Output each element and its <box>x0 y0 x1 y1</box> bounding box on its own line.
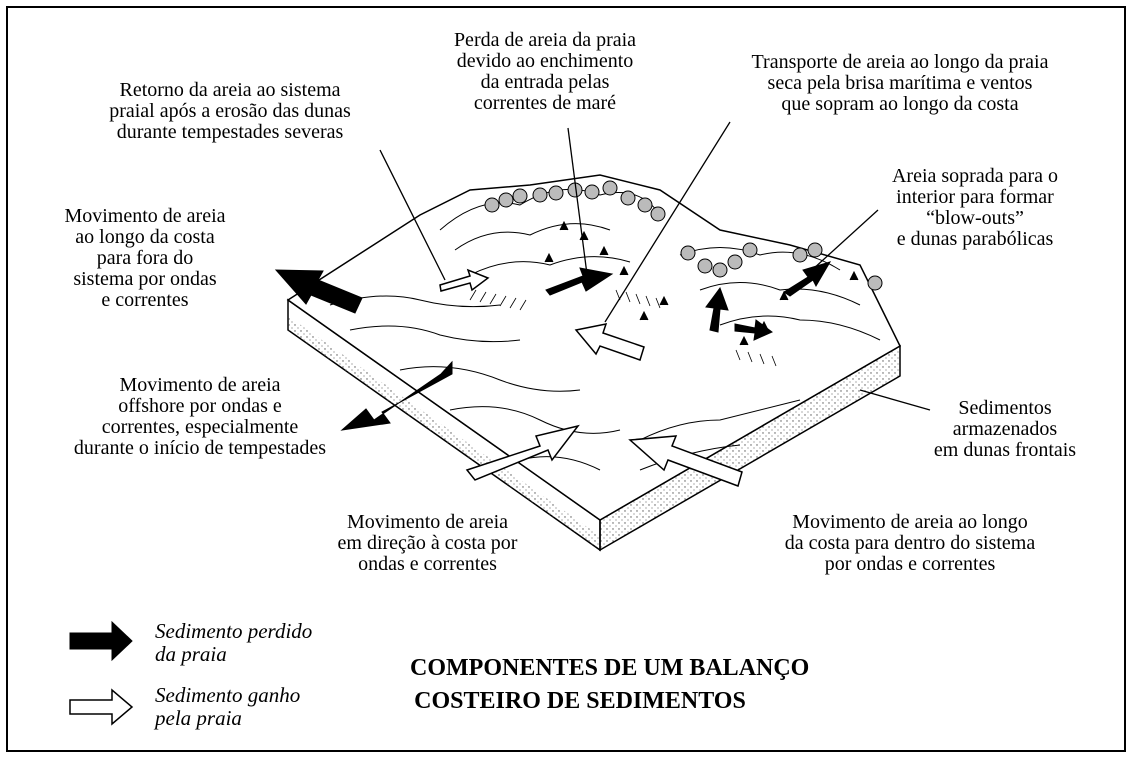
label-dry-beach-transport: Transporte de areia ao longo da praia se… <box>751 51 1049 115</box>
lost-arrows <box>274 261 832 431</box>
arrow-lost-alongshore-out <box>274 269 363 314</box>
arrow-gain-alongshore-in <box>628 435 743 487</box>
label-alongshore-in: Movimento de areia ao longo da costa par… <box>784 511 1036 575</box>
label-alongshore-out: Movimento de areia ao longo da costa par… <box>64 205 226 311</box>
label-blowouts: Areia soprada para o interior para forma… <box>891 165 1059 250</box>
legend-gained-arrow <box>69 688 134 726</box>
legend-lost-text: Sedimento perdido da praia <box>155 619 313 666</box>
dune-vegetation <box>484 180 883 291</box>
arrow-gain-onshore <box>465 424 580 481</box>
figure-title: COMPONENTES DE UM BALANÇO COSTEIRO DE SE… <box>410 655 810 714</box>
arrow-lost-dune-wind-1 <box>705 286 729 333</box>
label-offshore: Movimento de areia offshore por ondas e … <box>73 374 327 459</box>
legend-gained-text: Sedimento ganho pela praia <box>155 683 301 730</box>
block-sand-layer <box>288 316 600 550</box>
arrow-lost-inlet <box>545 267 614 296</box>
leader-lines <box>379 121 931 411</box>
label-onshore: Movimento de areia em direção à costa po… <box>337 511 518 575</box>
arrow-lost-blowout <box>783 261 832 297</box>
beach-hatching <box>469 289 777 367</box>
label-foredune-storage: Sedimentos armazenados em dunas frontais <box>933 397 1077 461</box>
arrow-lost-offshore <box>340 360 453 431</box>
gained-arrows <box>439 268 743 487</box>
label-dune-erosion-return: Retorno da areia ao sistema praial após … <box>109 79 351 143</box>
legend-lost-arrow <box>69 620 133 662</box>
arrow-gain-longshore-dry <box>574 323 645 361</box>
arrow-gain-dune-erosion <box>439 268 490 292</box>
label-inlet-loss: Perda de areia da praia devido ao enchim… <box>453 29 637 114</box>
arrow-lost-dune-wind-2 <box>734 319 773 341</box>
